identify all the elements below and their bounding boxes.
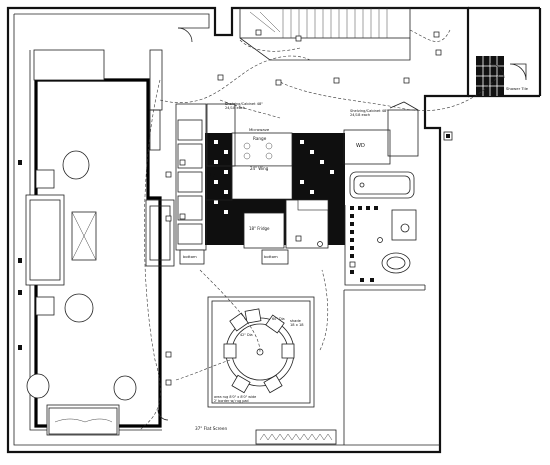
shower-label: Shower Tile bbox=[506, 86, 529, 91]
window-markers bbox=[18, 160, 22, 350]
oven-label: 24" Wing bbox=[250, 166, 269, 171]
table-label: 60" Dia bbox=[272, 317, 285, 321]
doors bbox=[157, 27, 505, 421]
tv-label: 37" Flat Screen bbox=[195, 426, 227, 431]
bottom-mid-label: bottom bbox=[264, 254, 278, 259]
microwave-label: Microwave bbox=[249, 127, 270, 132]
electrical-runs bbox=[139, 29, 501, 431]
living-room bbox=[18, 49, 163, 436]
cabinet-right-label: Shelving/Cabinet 48"24/18 each bbox=[350, 109, 388, 117]
kitchen-cabinets bbox=[145, 103, 289, 267]
bottom-window bbox=[255, 429, 337, 445]
washer-dryer-label: WD bbox=[356, 143, 365, 149]
dishwasher-label: D/W bbox=[210, 172, 218, 177]
kitchen-tile bbox=[205, 132, 345, 249]
dining-area bbox=[207, 296, 315, 408]
cabinet-left-label: Shelving/Cabinet 48"24/18 each bbox=[225, 102, 263, 110]
bathroom bbox=[343, 56, 527, 286]
fixture-markers bbox=[165, 29, 442, 386]
staircase bbox=[239, 7, 411, 61]
chair-label: 42" Dia bbox=[240, 333, 253, 337]
range-label: Range bbox=[253, 136, 267, 141]
fridge-label: 18" Fridge bbox=[249, 226, 270, 231]
bottom-left-label: bottom bbox=[183, 254, 197, 259]
